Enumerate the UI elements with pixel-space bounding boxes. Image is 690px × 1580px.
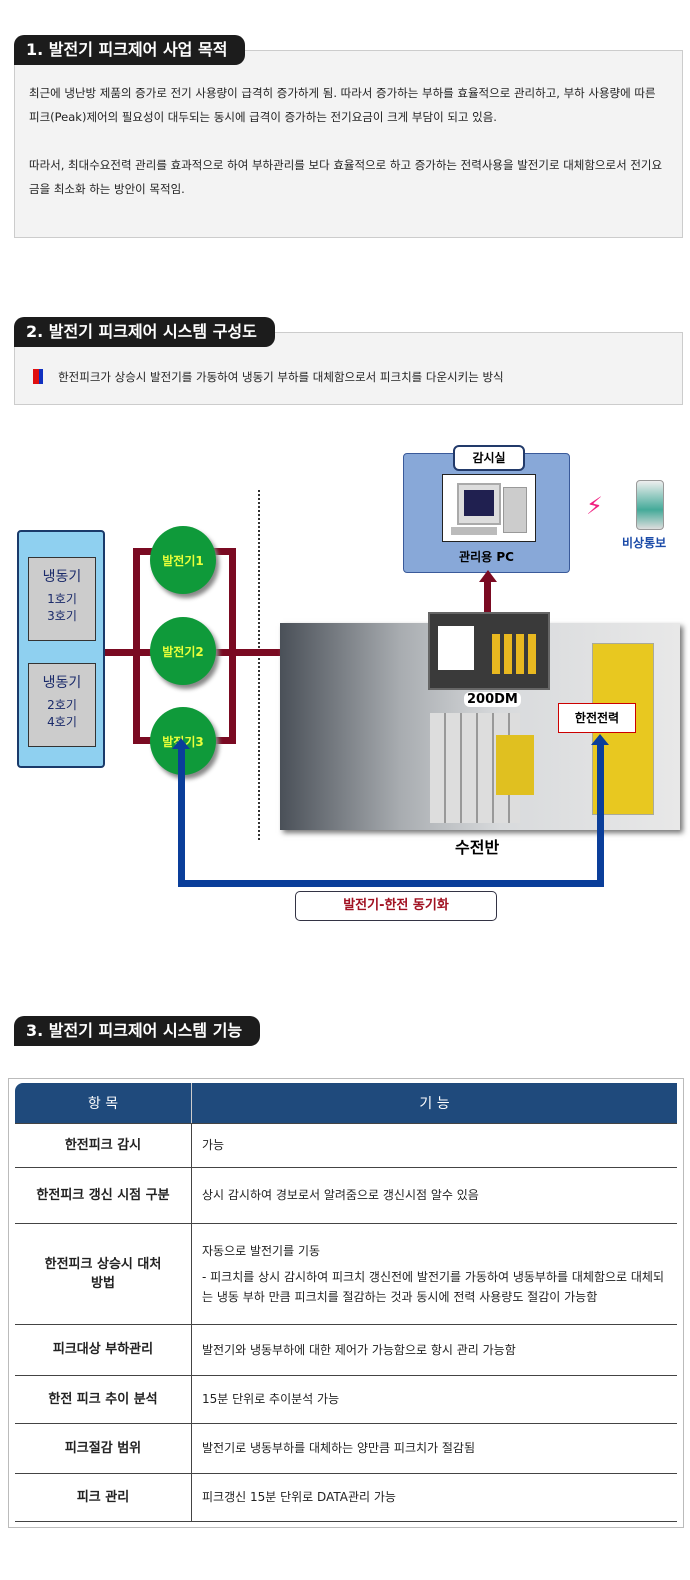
header-function: 기 능 — [191, 1083, 677, 1124]
section2-title: 2. 발전기 피크제어 시스템 구성도 — [14, 317, 275, 347]
row-value: - 피크치를 상시 감시하여 피크치 갱신전에 발전기를 가동하여 냉동부하를 … — [202, 1269, 664, 1304]
phone-icon — [636, 480, 664, 530]
controller-label: 200DM — [464, 692, 521, 707]
power-line — [484, 580, 491, 630]
row-key: 한전피크 갱신 시점 구분 — [15, 1167, 192, 1224]
generator-2: 발전기2 — [150, 617, 216, 685]
row-value: 가능 — [191, 1123, 677, 1168]
arrow-up-icon — [172, 738, 190, 749]
sync-line — [178, 748, 185, 886]
divider-line — [258, 490, 260, 840]
power-line — [229, 548, 236, 744]
row-value: 자동으로 발전기를 기동 — [202, 1243, 321, 1258]
system-diagram: 감시실 관리용 PC ⚡ 비상통보 냉동기 1호기 3호기 냉동기 2호기 4호… — [0, 430, 690, 930]
row-key: 피크절감 범위 — [15, 1423, 192, 1474]
kepco-label: 한전전력 — [558, 703, 636, 733]
row-key: 피크대상 부하관리 — [15, 1324, 192, 1376]
wireless-icon: ⚡ — [586, 492, 603, 520]
section1-title: 1. 발전기 피크제어 사업 목적 — [14, 35, 246, 65]
section1-para2: 따라서, 최대수요전력 관리를 효과적으로 하여 부하관리를 보다 효율적으로 … — [29, 158, 663, 196]
sync-line — [178, 880, 604, 887]
chiller-unit: 4호기 — [47, 715, 77, 729]
row-value: 15분 단위로 추이분석 가능 — [191, 1375, 677, 1424]
sync-line — [597, 744, 604, 887]
chiller-unit: 3호기 — [47, 609, 77, 623]
generator-1: 발전기1 — [150, 526, 216, 594]
chiller-panel: 냉동기 1호기 3호기 냉동기 2호기 4호기 — [17, 530, 105, 768]
row-key: 한전 피크 추이 분석 — [15, 1375, 192, 1424]
monitor-room-label: 감시실 — [453, 445, 525, 471]
section1-box: 최근에 냉난방 제품의 증가로 전기 사용량이 급격히 증가하게 됨. 따라서 … — [14, 50, 683, 238]
row-value: 상시 감시하여 경보로서 알려줌으로 갱신시점 알수 있음 — [191, 1167, 677, 1224]
row-value: 발전기로 냉동부하를 대체하는 양만큼 피크치가 절감됨 — [191, 1423, 677, 1474]
section3-title: 3. 발전기 피크제어 시스템 기능 — [14, 1016, 261, 1046]
power-line — [105, 649, 435, 656]
section2-note: 한전피크가 상승시 발전기를 가동하여 냉동기 부하를 대체함으로서 피크치를 … — [58, 370, 504, 384]
chiller-group-1: 냉동기 1호기 3호기 — [28, 557, 96, 641]
section1-para1: 최근에 냉난방 제품의 증가로 전기 사용량이 급격히 증가하게 됨. 따라서 … — [29, 86, 656, 124]
bullet-icon — [33, 369, 43, 384]
row-key: 한전피크 감시 — [15, 1123, 192, 1168]
header-item: 항 목 — [15, 1083, 192, 1124]
monitor-room-box: 감시실 관리용 PC — [403, 445, 570, 573]
row-key: 한전피크 상승시 대처방법 — [15, 1223, 192, 1325]
table-row: 한전피크 상승시 대처방법 자동으로 발전기를 기동 - 피크치를 상시 감시하여 … — [15, 1223, 677, 1325]
chiller-group-2: 냉동기 2호기 4호기 — [28, 663, 96, 747]
pc-icon — [442, 474, 536, 542]
chiller-unit: 1호기 — [47, 592, 77, 606]
chiller-unit: 2호기 — [47, 698, 77, 712]
row-value: 발전기와 냉동부하에 대한 제어가 가능함으로 항시 관리 가능함 — [191, 1324, 677, 1376]
controller-device — [428, 612, 550, 690]
row-value: 피크갱신 15분 단위로 DATA관리 가능 — [191, 1473, 677, 1522]
row-key: 피크 관리 — [15, 1473, 192, 1522]
chiller-name: 냉동기 — [42, 675, 82, 691]
chiller-name: 냉동기 — [42, 569, 82, 585]
arrow-up-icon — [479, 570, 497, 582]
pc-label: 관리용 PC — [459, 550, 514, 564]
arrow-up-icon — [591, 734, 609, 745]
power-line — [133, 548, 140, 744]
emergency-label: 비상통보 — [622, 536, 667, 550]
sync-label: 발전기-한전 동기화 — [295, 891, 497, 921]
switchboard-label: 수전반 — [455, 838, 500, 857]
table-header: 항 목 기 능 — [15, 1083, 677, 1124]
